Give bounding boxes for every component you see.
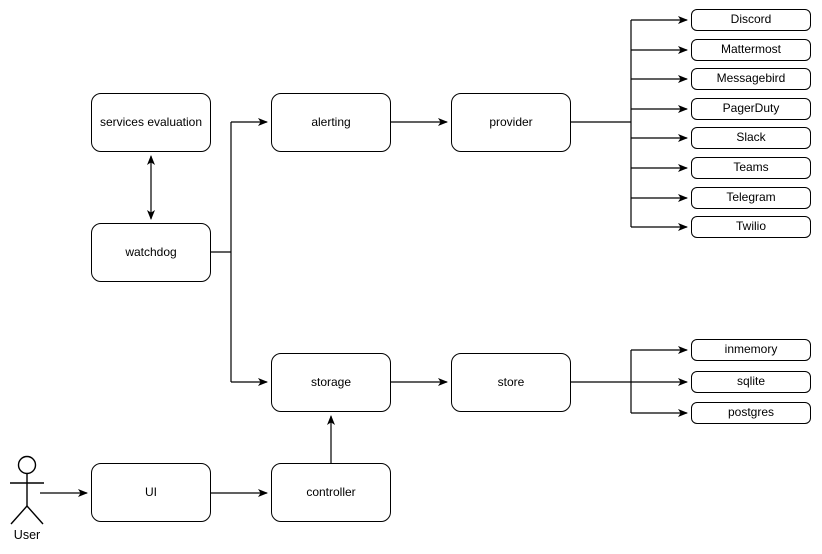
leaf-provider-pagerduty[interactable]: PagerDuty — [691, 98, 811, 120]
leaf-provider-telegram[interactable]: Telegram — [691, 187, 811, 209]
node-alerting[interactable]: alerting — [271, 93, 391, 152]
node-services-evaluation[interactable]: services evaluation — [91, 93, 211, 152]
node-provider[interactable]: provider — [451, 93, 571, 152]
leaf-store-postgres[interactable]: postgres — [691, 402, 811, 424]
leaf-store-sqlite[interactable]: sqlite — [691, 371, 811, 393]
node-watchdog[interactable]: watchdog — [91, 223, 211, 282]
leaf-provider-twilio[interactable]: Twilio — [691, 216, 811, 238]
node-ui[interactable]: UI — [91, 463, 211, 522]
actor-label: User — [13, 528, 41, 542]
leaf-provider-mattermost[interactable]: Mattermost — [691, 39, 811, 61]
node-store[interactable]: store — [451, 353, 571, 412]
leaf-provider-slack[interactable]: Slack — [691, 127, 811, 149]
leaf-provider-teams[interactable]: Teams — [691, 157, 811, 179]
node-storage[interactable]: storage — [271, 353, 391, 412]
leaf-provider-discord[interactable]: Discord — [691, 9, 811, 31]
node-controller[interactable]: controller — [271, 463, 391, 522]
stick-figure-actor-icon — [10, 455, 44, 525]
leaf-store-inmemory[interactable]: inmemory — [691, 339, 811, 361]
leaf-provider-messagebird[interactable]: Messagebird — [691, 68, 811, 90]
